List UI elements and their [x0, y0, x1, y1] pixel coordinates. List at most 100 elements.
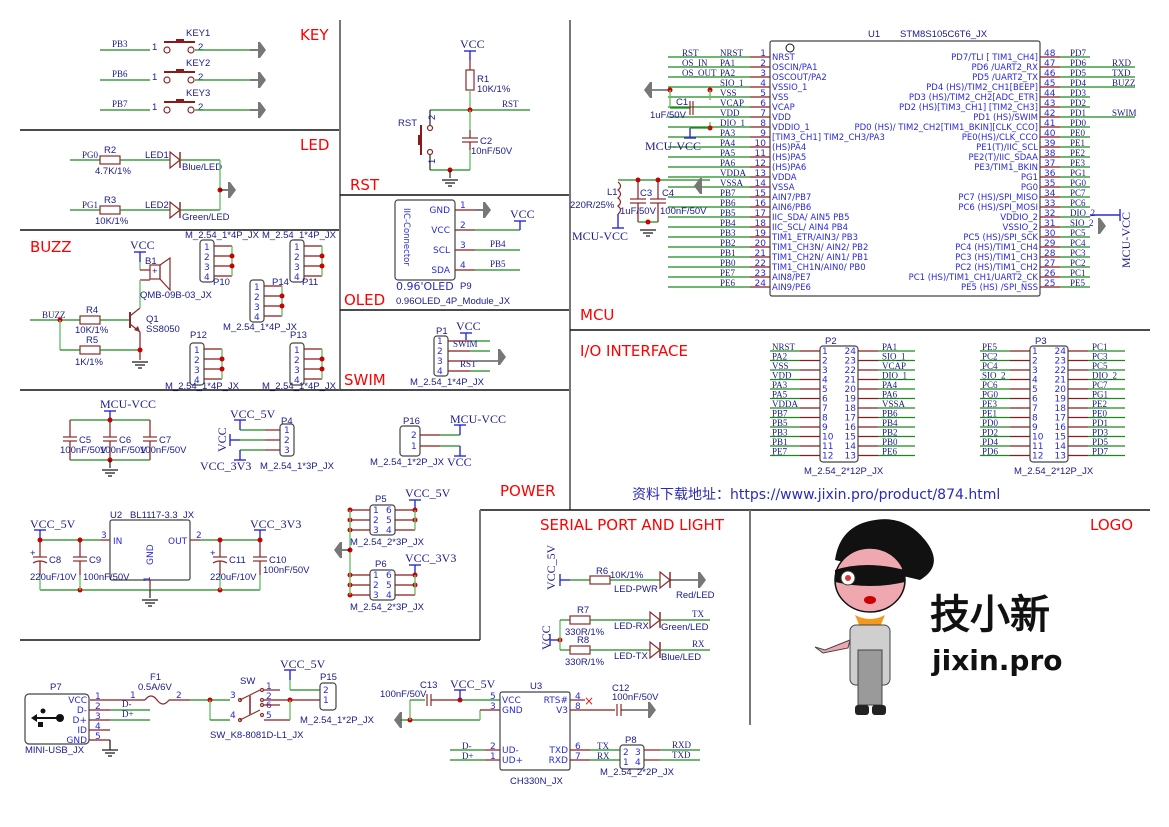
- section-title-logo: LOGO: [1090, 516, 1133, 534]
- pin-number: 1: [373, 506, 379, 516]
- led-diode-icon: [649, 640, 661, 660]
- section-title-serial: SERIAL PORT AND LIGHT: [540, 516, 725, 534]
- net-label: PD5: [1092, 437, 1109, 447]
- usb-pin-name: GND: [66, 736, 87, 746]
- header-part: M_2.54_1*3P_JX: [260, 461, 335, 472]
- capacitor-value: 100nF/50V: [60, 445, 107, 456]
- resistor-icon: [79, 345, 101, 355]
- pin-number: 14: [845, 442, 857, 452]
- pin-number: 2: [427, 115, 438, 120]
- net-label: PC6: [982, 380, 998, 390]
- header-ref: P13: [290, 330, 307, 341]
- pin-number: 4: [1032, 376, 1038, 386]
- pin-number: 3: [294, 366, 300, 376]
- led-diode-icon: [169, 150, 181, 170]
- pin-number: 27: [1044, 259, 1055, 269]
- usb-pin-name: VCC: [68, 696, 87, 706]
- key-button-label: KEY3: [186, 88, 210, 99]
- net-label: PB7: [112, 99, 128, 109]
- power-label-vcc5v: VCC_5V: [30, 517, 76, 531]
- resistor-icon: [79, 315, 101, 325]
- capacitor-value: 100nF/50V: [612, 692, 659, 703]
- mcu-pin-name: TIM1_CH2N/ AIN1/ PB1: [771, 253, 868, 263]
- pin-number: 2: [95, 702, 101, 712]
- pin-number: 1: [822, 347, 828, 357]
- header-part: M_2.54_1*2P_JX: [370, 457, 445, 468]
- section-title-key: KEY: [300, 26, 329, 44]
- chip-pin-name: RTS#: [544, 696, 568, 706]
- pin-number: 20: [845, 385, 857, 395]
- power-label: VCC_3V3: [405, 551, 456, 565]
- mcu-pin-name: (HS)PA5: [772, 153, 806, 163]
- net-label: PB6: [882, 409, 898, 419]
- net-label: PD2: [1070, 98, 1086, 108]
- swim-header-body: [433, 335, 449, 377]
- pin-number: 2: [204, 253, 210, 263]
- resistor-ref: R5: [86, 335, 98, 346]
- power-label-mcu-vcc: MCU-VCC: [645, 139, 701, 153]
- pin-name: OUT: [168, 537, 188, 547]
- pin-number: 19: [845, 395, 857, 405]
- download-link[interactable]: 资料下载地址：https://www.jixin.pro/product/874…: [632, 487, 1000, 503]
- header-ref: P10: [213, 277, 230, 288]
- net-label: PC4: [1070, 238, 1086, 248]
- capacitor-icon: [650, 198, 666, 204]
- resistor-ref: R4: [86, 305, 98, 316]
- mcu-pin-name: VDDIO_1: [772, 123, 810, 133]
- fuse-ref: F1: [150, 672, 161, 683]
- resistor-value: 4.7K/1%: [95, 166, 131, 177]
- polarity-plus: +: [30, 548, 36, 559]
- pin-number: 2: [198, 42, 203, 53]
- resistor-icon: [465, 69, 475, 91]
- chip-pin-name: RXD: [549, 756, 568, 766]
- earth-ground-icon: [639, 229, 657, 237]
- net-label: PB1: [772, 437, 788, 447]
- pin-number: 6: [575, 742, 581, 752]
- power-label-mcu-vcc: MCU-VCC: [572, 229, 628, 243]
- section-title-swim: SWIM: [344, 371, 386, 389]
- ground-icon: [258, 42, 266, 58]
- header-ref: P5: [375, 494, 387, 505]
- pin-number: 5: [386, 516, 392, 526]
- header-part: M_2.54_1*2P_JX: [300, 715, 375, 726]
- net-label: RX: [597, 751, 610, 761]
- pin-number: 2: [411, 431, 417, 441]
- pin-number: 4: [822, 376, 828, 386]
- net-label: PD0: [1070, 118, 1087, 128]
- net-label: RXD: [672, 740, 692, 750]
- mcu-pin-name: PC3 (HS)/TIM1_CH3: [955, 253, 1038, 263]
- power-label-vcc3v3: VCC_3V3: [250, 517, 301, 531]
- led-diode-icon: [659, 570, 671, 590]
- pin-number: 18: [845, 404, 857, 414]
- resistor-value: 10K/1%: [75, 325, 109, 336]
- led-diode-icon: [649, 610, 661, 630]
- pin-number: 8: [822, 414, 828, 424]
- mcu-pin-name: PC4 (HS)/TIM1_CH4: [955, 243, 1038, 253]
- pin-number: 15: [1055, 433, 1066, 443]
- ground-icon: [228, 182, 236, 198]
- header-part: M_2.54_1*4P_JX: [223, 322, 298, 333]
- pin-number: 4: [437, 367, 443, 377]
- header-ref: P15: [320, 672, 337, 683]
- power-label-vcc: VCC: [456, 319, 481, 333]
- pin-number: 8: [760, 119, 766, 129]
- section-title-mcu: MCU: [580, 306, 614, 324]
- pin-number: 1: [323, 696, 329, 706]
- mcu-pin-name: PD7/TLI [ TIM1_CH4]: [951, 53, 1038, 63]
- ground-icon: [1098, 218, 1106, 234]
- transistor-part: SS8050: [146, 324, 180, 335]
- net-label: NRST: [772, 342, 796, 352]
- buzzer-ref: B1: [145, 256, 157, 267]
- buzz-section: VCC B1 + QMB-09B-03_JX BUZZ R4 10K/1% Q1…: [30, 230, 337, 392]
- net-label: PB6: [720, 198, 736, 208]
- header-part: M_2.54_2*12P_JX: [804, 466, 884, 477]
- net-label: D+: [122, 709, 134, 719]
- net-label: PA3: [772, 380, 788, 390]
